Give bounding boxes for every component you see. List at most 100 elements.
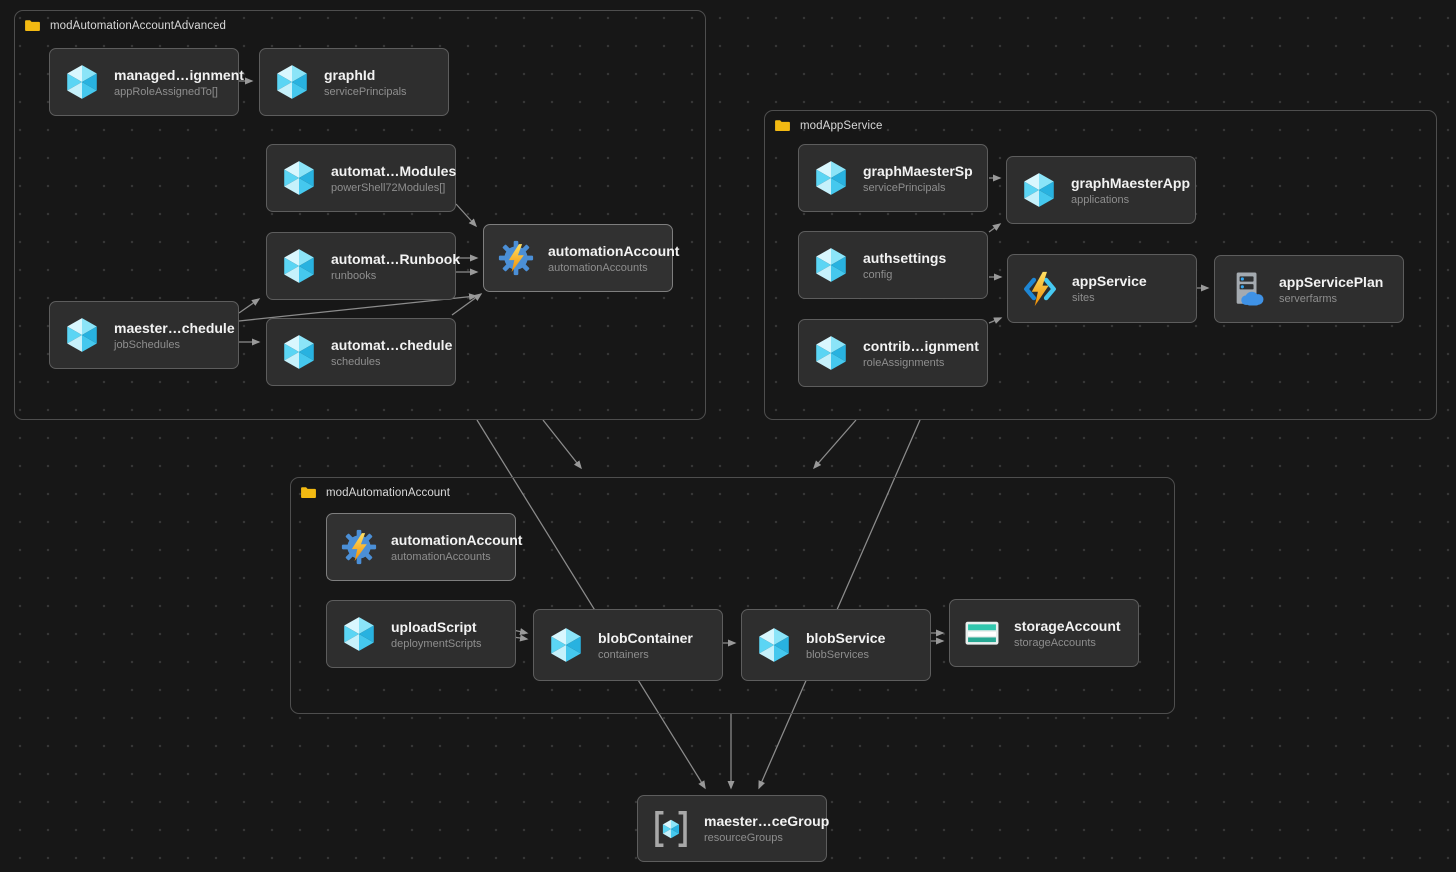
node-maester-chedule[interactable]: maester…chedule jobSchedules (49, 301, 239, 369)
node-title: automat…Runbook (331, 250, 461, 267)
node-subtitle: appRoleAssignedTo[] (114, 85, 218, 98)
node-storageAccount[interactable]: storageAccount storageAccounts (949, 599, 1139, 667)
node-labels: graphMaesterApp applications (1071, 175, 1190, 206)
node-automat-Modules[interactable]: automat…Modules powerShell72Modules[] (266, 144, 456, 212)
module-modAutomationAccountAdvanced: modAutomationAccountAdvanced managed…ign… (14, 10, 706, 420)
node-title: blobService (806, 629, 886, 646)
edge-automat-Modules-to-automationAccountAdv (455, 203, 478, 228)
node-subtitle: servicePrincipals (324, 85, 407, 98)
node-uploadScript[interactable]: uploadScript deploymentScripts (326, 600, 516, 668)
module-label: modAppService (800, 119, 883, 132)
node-subtitle: config (863, 268, 893, 281)
node-graphMaesterApp[interactable]: graphMaesterApp applications (1006, 156, 1196, 224)
automation-account-icon (341, 529, 377, 565)
node-labels: maester…chedule jobSchedules (114, 320, 235, 351)
node-blobContainer[interactable]: blobContainer containers (533, 609, 723, 681)
node-labels: automat…Modules powerShell72Modules[] (331, 162, 457, 194)
node-labels: graphMaesterSp servicePrincipals (863, 163, 973, 194)
azure-resource-icon (816, 161, 846, 195)
node-labels: maester…ceGroup resourceGroups (704, 813, 830, 844)
node-labels: blobContainer containers (598, 630, 693, 661)
node-title: graphMaesterSp (863, 162, 973, 179)
folder-icon (301, 487, 316, 498)
node-title: automat…Modules (331, 162, 457, 179)
node-subtitle: sites (1072, 292, 1095, 304)
node-automationAccount[interactable]: automationAccount automationAccounts (326, 513, 523, 581)
node-title: appServicePlan (1279, 273, 1384, 290)
module-label: modAutomationAccount (326, 486, 451, 499)
node-title: managed…ignment (114, 66, 244, 83)
node-labels: managed…ignment appRoleAssignedTo[] (114, 66, 244, 98)
node-automationAccount-advanced[interactable]: automationAccount automationAccounts (483, 224, 679, 292)
node-labels: automationAccount automationAccounts (391, 531, 523, 563)
edge-modAppService-to-modAutomationAccount (813, 419, 857, 470)
node-subtitle: resourceGroups (704, 832, 783, 844)
edge-contrib-ignment-to-appService (988, 317, 1003, 324)
node-automat-Runbook[interactable]: automat…Runbook runbooks (266, 232, 461, 300)
azure-resource-icon (67, 65, 97, 99)
azure-resource-icon (277, 65, 307, 99)
edge-modAutomationAccountAdvanced-to-maester-ceGroup (476, 419, 706, 790)
node-title: uploadScript (391, 618, 477, 635)
node-graphId[interactable]: graphId servicePrincipals (259, 48, 449, 116)
edge-authsettings-to-graphMaesterApp (988, 223, 1002, 233)
azure-resource-icon (284, 249, 314, 283)
node-title: maester…ceGroup (704, 813, 830, 829)
edge-maester-chedule-to-automat-Runbook (238, 298, 261, 314)
azure-resource-icon (284, 335, 314, 369)
node-blobService[interactable]: blobService blobServices (741, 609, 931, 681)
azure-resource-icon (344, 617, 374, 651)
node-managed-ignment[interactable]: managed…ignment appRoleAssignedTo[] (49, 48, 244, 116)
resource-group-icon (651, 809, 691, 849)
node-subtitle: automationAccounts (548, 261, 648, 274)
automation-account-icon (498, 240, 534, 276)
node-title: blobContainer (598, 629, 693, 646)
edge-modAppService-to-maester-ceGroup (758, 419, 921, 790)
node-title: authsettings (863, 249, 947, 266)
module-label: modAutomationAccountAdvanced (50, 19, 227, 32)
node-graphMaesterSp[interactable]: graphMaesterSp servicePrincipals (798, 144, 988, 212)
app-service-icon (1021, 270, 1059, 308)
app-service-plan-icon (1236, 272, 1264, 306)
node-subtitle: deploymentScripts (391, 637, 482, 650)
azure-resource-icon (816, 248, 846, 282)
node-subtitle: schedules (331, 355, 381, 368)
node-title: appService (1072, 273, 1147, 289)
node-title: contrib…ignment (863, 337, 979, 354)
node-maester-ceGroup[interactable]: maester…ceGroup resourceGroups (637, 795, 830, 862)
node-labels: graphId servicePrincipals (324, 67, 407, 98)
edge-modAutomationAccountAdvanced-to-modAutomationAccount (542, 419, 582, 470)
node-labels: blobService blobServices (806, 630, 885, 661)
node-subtitle: containers (598, 648, 649, 661)
node-labels: storageAccount storageAccounts (1014, 618, 1121, 649)
node-subtitle: serverfarms (1279, 292, 1338, 305)
node-title: automationAccount (391, 531, 523, 548)
node-appServicePlan[interactable]: appServicePlan serverfarms (1214, 255, 1404, 323)
node-contrib-ignment[interactable]: contrib…ignment roleAssignments (798, 319, 988, 387)
node-subtitle: roleAssignments (863, 356, 945, 369)
node-subtitle: jobSchedules (114, 338, 181, 351)
node-subtitle: runbooks (331, 269, 377, 282)
module-modAppService: modAppService graphMaesterSp servicePrin… (764, 110, 1437, 420)
node-labels: appService sites (1072, 273, 1147, 304)
edge-maester-chedule-to-automationAccountAdv (238, 293, 478, 322)
azure-resource-icon (1024, 173, 1054, 207)
node-title: graphId (324, 66, 376, 83)
edge-automat-chedule-to-automationAccountAdv (451, 293, 483, 316)
node-labels: authsettings config (863, 250, 946, 281)
azure-resource-icon (551, 628, 581, 662)
folder-icon (775, 120, 790, 131)
node-automat-chedule[interactable]: automat…chedule schedules (266, 318, 456, 386)
node-title: automat…chedule (331, 336, 453, 353)
node-authsettings[interactable]: authsettings config (798, 231, 988, 299)
node-appService[interactable]: appService sites (1007, 254, 1197, 323)
node-subtitle: applications (1071, 193, 1130, 206)
module-header: modAutomationAccount (300, 486, 450, 499)
node-labels: appServicePlan serverfarms (1279, 274, 1383, 305)
node-title: storageAccount (1014, 617, 1121, 634)
node-labels: automationAccount automationAccounts (548, 243, 679, 274)
azure-resource-icon (759, 628, 789, 662)
node-labels: automat…chedule schedules (331, 336, 453, 368)
